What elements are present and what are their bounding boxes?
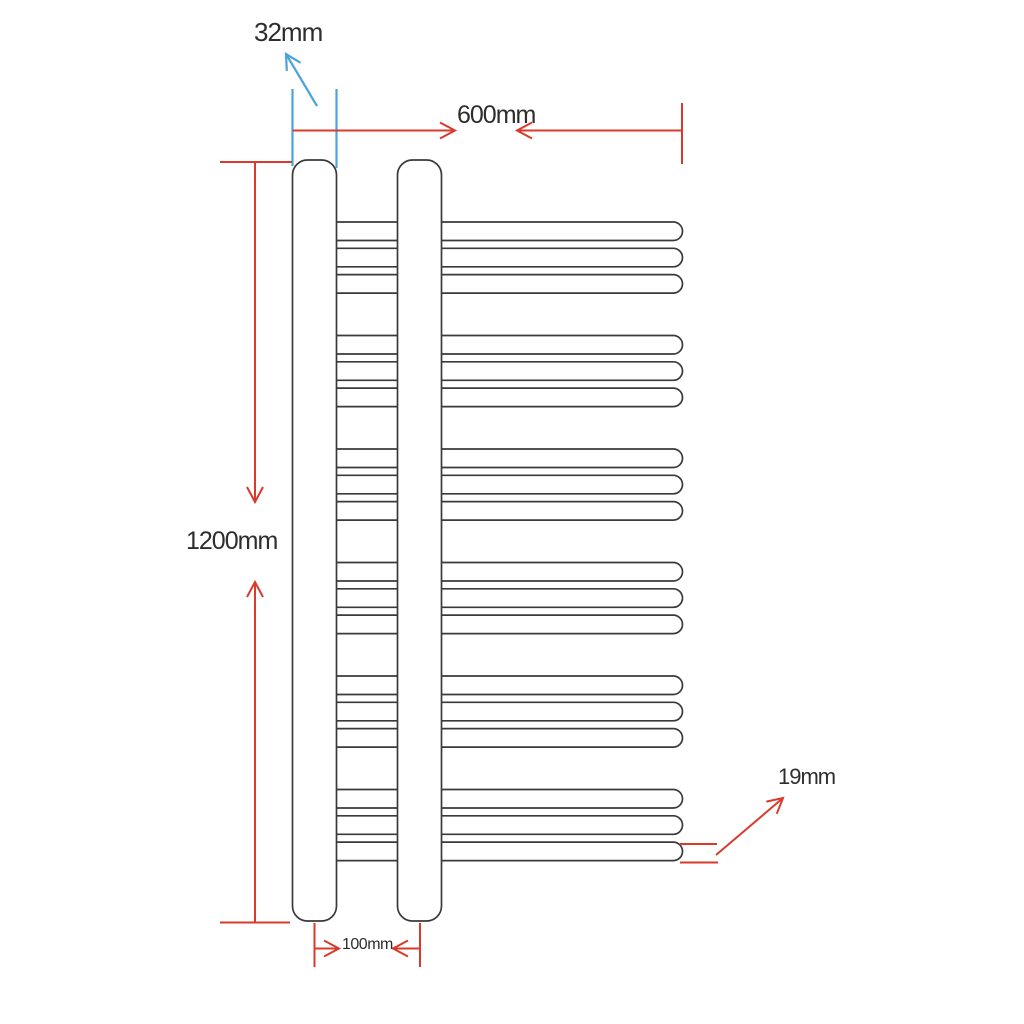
rail-mid-segment xyxy=(336,587,398,609)
dimension-centre-spacing xyxy=(313,923,421,967)
rail-mid-segment xyxy=(336,360,398,382)
rail-right-segment xyxy=(441,221,684,242)
dimension-tube-width xyxy=(284,51,338,168)
rail-mid-segment xyxy=(336,701,398,722)
leader-arrow-32mm xyxy=(284,51,318,107)
rail-right-segment xyxy=(441,675,684,696)
rail-right-segment xyxy=(441,474,684,495)
rail-mid-segment xyxy=(336,273,398,294)
dimension-overall-height xyxy=(220,161,292,924)
rail-right-segment xyxy=(441,360,684,382)
overall-width-label: 600mm xyxy=(457,101,536,129)
vertical-tubes xyxy=(291,159,443,922)
horizontal-rails xyxy=(336,221,684,862)
rail-mid-segment xyxy=(336,675,398,696)
rail-mid-segment xyxy=(336,448,398,469)
leader-arrow-19mm xyxy=(715,796,785,856)
rail-right-segment xyxy=(441,273,684,294)
rail-right-segment xyxy=(441,727,684,748)
rail-right-segment xyxy=(441,701,684,722)
rail-right-segment xyxy=(441,561,684,582)
centre-spacing-label: 100mm xyxy=(342,936,393,953)
rail-right-segment xyxy=(441,500,684,521)
dimension-rail-diameter xyxy=(680,796,785,864)
overall-height-label: 1200mm xyxy=(186,527,278,555)
rail-mid-segment xyxy=(336,614,398,635)
dimension-overall-width xyxy=(292,103,683,164)
rail-mid-segment xyxy=(336,561,398,582)
rail-right-segment xyxy=(441,247,684,268)
rail-right-segment xyxy=(441,334,684,355)
rail-right-segment xyxy=(441,448,684,469)
tube-width-label: 32mm xyxy=(254,17,323,47)
rail-mid-segment xyxy=(336,788,398,809)
left-tube xyxy=(291,159,338,922)
rail-right-segment xyxy=(441,614,684,635)
rail-right-segment xyxy=(441,587,684,609)
rail-mid-segment xyxy=(336,474,398,495)
rail-right-segment xyxy=(441,788,684,809)
rail-mid-segment xyxy=(336,814,398,836)
rail-mid-segment xyxy=(336,841,398,862)
rail-mid-segment xyxy=(336,247,398,268)
rail-mid-segment xyxy=(336,221,398,242)
rail-mid-segment xyxy=(336,387,398,408)
rail-mid-segment xyxy=(336,727,398,748)
rail-mid-segment xyxy=(336,500,398,521)
rail-mid-segment xyxy=(336,334,398,355)
right-tube xyxy=(396,159,443,922)
rail-right-segment xyxy=(441,814,684,836)
rail-right-segment xyxy=(441,841,684,862)
rail-diameter-label: 19mm xyxy=(778,764,836,789)
rail-right-segment xyxy=(441,387,684,408)
